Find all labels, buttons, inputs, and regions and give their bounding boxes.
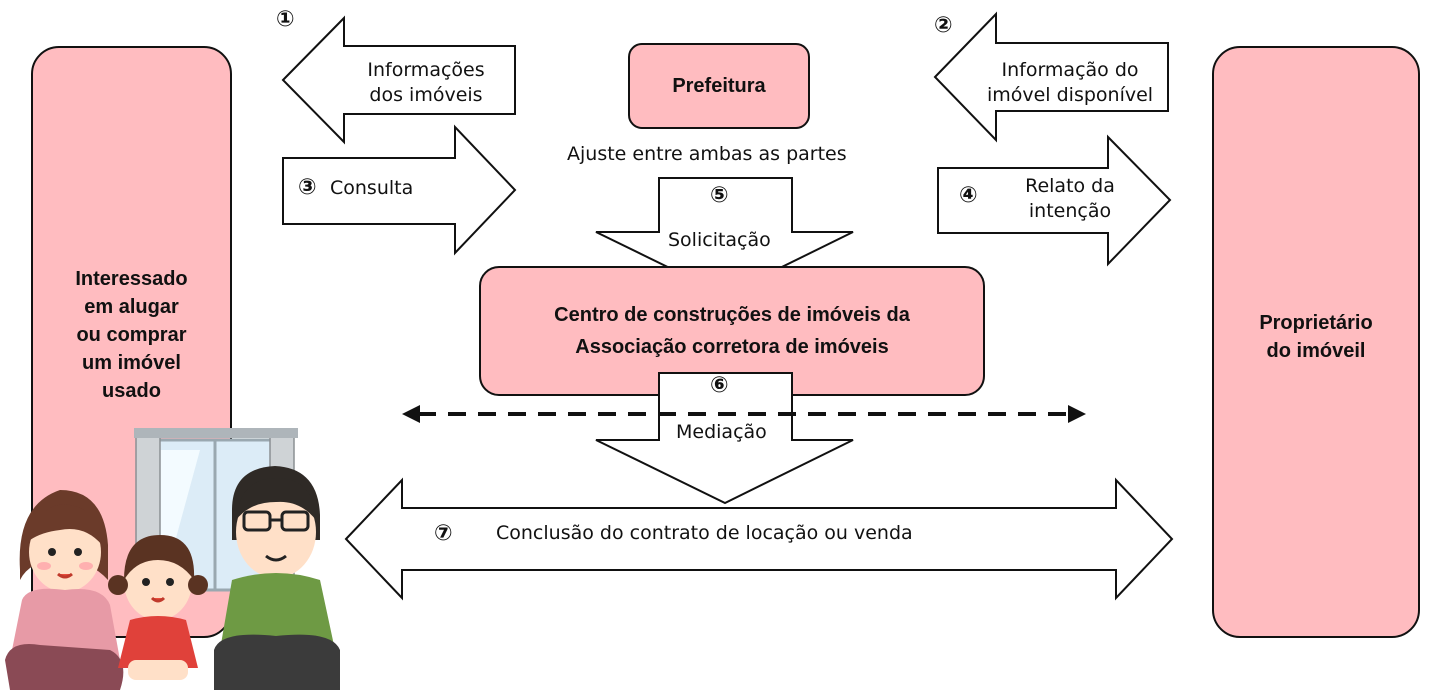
step-6-label: Mediação	[676, 421, 767, 443]
prefecture-label: Prefeitura	[672, 74, 766, 97]
step-1-label: Informações dos imóveis	[367, 59, 485, 106]
step-6-number: ⑥	[710, 373, 729, 398]
step-5-label: Solicitação	[668, 228, 771, 253]
step-4-label: Relato da intenção	[1025, 175, 1115, 222]
interested-party-box: Interessado em alugar ou comprar um imóv…	[31, 46, 232, 638]
step-1-number: ①	[276, 7, 295, 32]
brokerage-center-label: Centro de construções de imóveis da Asso…	[554, 304, 910, 358]
step-3-number: ③	[298, 175, 317, 200]
owner-label: Proprietário do imóveil	[1259, 312, 1373, 362]
adjustment-note: Ajuste entre ambas as partes	[567, 143, 847, 165]
arrow-step-3	[282, 124, 517, 256]
arrow-step-7	[344, 477, 1174, 601]
arrow-step-1	[281, 15, 516, 145]
arrow-step-2	[933, 11, 1169, 143]
step-3-label: Consulta	[330, 177, 414, 199]
arrow-step-4	[937, 134, 1172, 267]
step-7-label: Conclusão do contrato de locação ou vend…	[496, 522, 913, 544]
step-2-number: ②	[934, 13, 953, 38]
prefecture-box: Prefeitura	[628, 43, 810, 129]
step-4-number: ④	[959, 183, 978, 208]
interested-party-label: Interessado em alugar ou comprar um imóv…	[75, 268, 188, 402]
step-7-number: ⑦	[434, 521, 453, 546]
step-5-number: ⑤	[710, 183, 729, 208]
step-2-label: Informação do imóvel disponível	[986, 59, 1154, 106]
brokerage-center-box: Centro de construções de imóveis da Asso…	[479, 266, 985, 396]
owner-box: Proprietário do imóveil	[1212, 46, 1420, 638]
